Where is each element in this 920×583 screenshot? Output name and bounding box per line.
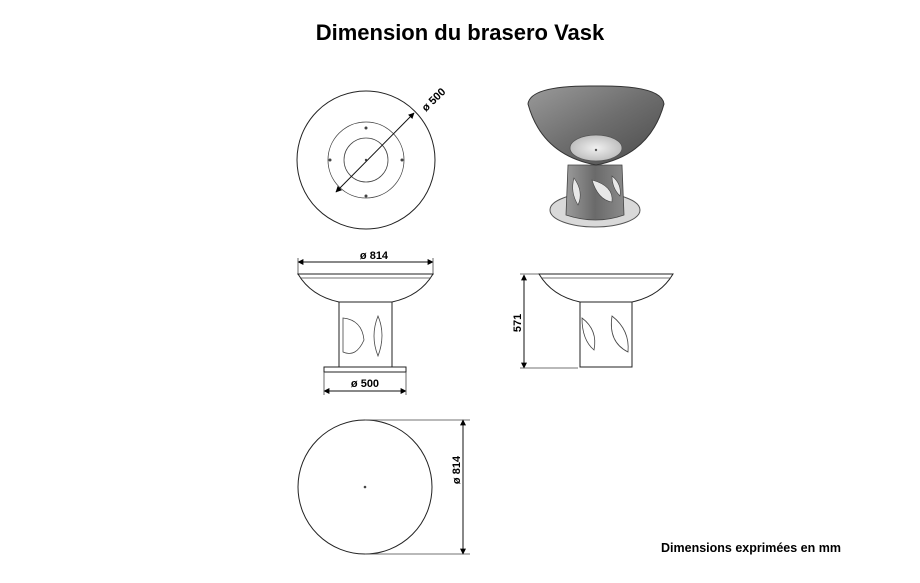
front-view: ø 814 ø 500 (297, 250, 434, 395)
side-view: 571 (512, 273, 674, 369)
page-title: Dimension du brasero Vask (315, 20, 605, 45)
dimension-line-top (335, 112, 415, 193)
render-3d (527, 85, 665, 228)
dimension-label-front-width: ø 814 (360, 250, 389, 262)
dimension-label-bottom-width: ø 814 (451, 455, 463, 484)
dimension-label-side-height: 571 (512, 314, 524, 332)
dimension-label-base-width: ø 500 (351, 378, 379, 390)
bottom-view: ø 814 (297, 419, 470, 555)
dimension-label-top-hole: ø 500 (420, 86, 449, 114)
top-view: ø 500 (296, 86, 449, 230)
units-note: Dimensions exprimées en mm (661, 541, 841, 555)
